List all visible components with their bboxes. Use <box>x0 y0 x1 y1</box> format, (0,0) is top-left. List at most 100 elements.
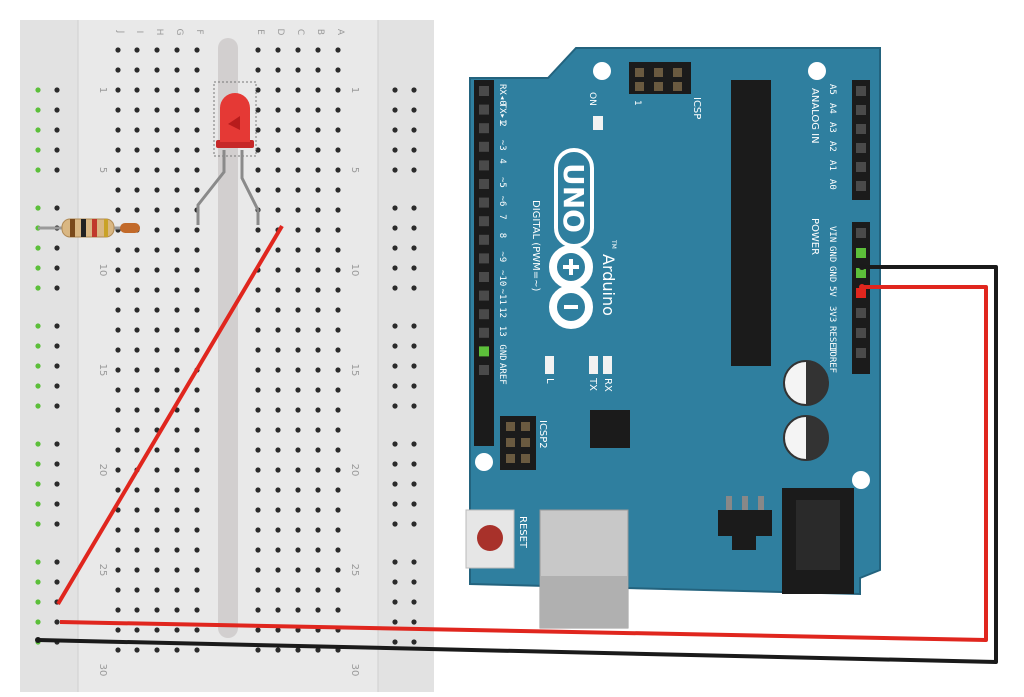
breadboard-hole <box>315 47 321 53</box>
breadboard-hole <box>315 567 321 573</box>
header-pin <box>856 143 866 153</box>
icsp2-pin <box>506 438 515 447</box>
rail-hole <box>54 285 60 291</box>
breadboard-hole <box>174 327 180 333</box>
breadboard-hole <box>335 227 341 233</box>
breadboard-hole <box>115 567 121 573</box>
breadboard-hole <box>154 647 160 653</box>
breadboard-hole <box>255 287 261 293</box>
breadboard-hole <box>255 87 261 93</box>
pin-label: A1 <box>827 160 837 171</box>
rail-hole <box>54 501 60 507</box>
breadboard-hole <box>275 347 281 353</box>
breadboard-hole <box>115 647 121 653</box>
breadboard-hole <box>295 487 301 493</box>
header-pin <box>856 348 866 358</box>
breadboard-hole <box>335 527 341 533</box>
rail-hole <box>54 87 60 93</box>
breadboard-hole <box>134 387 140 393</box>
breadboard-hole <box>134 567 140 573</box>
rail-hole <box>54 147 60 153</box>
rail-hole <box>392 245 398 251</box>
breadboard-hole <box>295 307 301 313</box>
breadboard-hole <box>295 67 301 73</box>
breadboard-hole <box>174 607 180 613</box>
pin-label: ~9 <box>497 251 507 262</box>
breadboard-hole <box>275 567 281 573</box>
breadboard-hole <box>174 47 180 53</box>
breadboard-hole <box>335 427 341 433</box>
breadboard-hole <box>255 227 261 233</box>
arduino-logo <box>549 245 593 329</box>
breadboard-hole <box>154 527 160 533</box>
breadboard-hole <box>255 447 261 453</box>
row-number: 5 <box>97 167 108 173</box>
breadboard-hole <box>134 107 140 113</box>
breadboard-hole <box>194 447 200 453</box>
breadboard-hole <box>194 67 200 73</box>
rail-hole <box>392 285 398 291</box>
breadboard-hole <box>194 507 200 513</box>
breadboard-hole <box>255 67 261 73</box>
breadboard-hole <box>174 207 180 213</box>
rail-hole <box>411 363 417 369</box>
breadboard-hole <box>134 187 140 193</box>
pin-label: 13 <box>497 326 507 337</box>
breadboard-hole <box>115 107 121 113</box>
rail-hole <box>411 225 417 231</box>
breadboard-hole <box>255 147 261 153</box>
breadboard-hole <box>295 147 301 153</box>
rail-hole <box>411 599 417 605</box>
row-number: 30 <box>349 664 360 677</box>
rail-hole <box>54 521 60 527</box>
rail-hole <box>392 579 398 585</box>
breadboard-hole <box>174 527 180 533</box>
pin-label: 4 <box>497 158 507 163</box>
breadboard-hole <box>315 647 321 653</box>
breadboard-hole <box>174 107 180 113</box>
rail-hole <box>35 383 41 389</box>
breadboard-hole <box>295 387 301 393</box>
header-pin <box>856 105 866 115</box>
breadboard-hole <box>134 367 140 373</box>
breadboard-hole <box>255 127 261 133</box>
icsp2-pin <box>506 422 515 431</box>
breadboard-hole <box>315 447 321 453</box>
breadboard-hole <box>194 467 200 473</box>
header-pin <box>479 365 489 375</box>
rail-hole <box>411 403 417 409</box>
header-pin <box>479 272 489 282</box>
breadboard-hole <box>335 347 341 353</box>
breadboard-hole <box>335 207 341 213</box>
breadboard-hole <box>115 247 121 253</box>
header-pin <box>479 309 489 320</box>
breadboard-hole <box>255 527 261 533</box>
breadboard-hole <box>115 187 121 193</box>
rail-hole <box>411 265 417 271</box>
rail-hole <box>54 461 60 467</box>
rail-hole <box>35 363 41 369</box>
rail-hole <box>411 639 417 645</box>
breadboard-hole <box>115 487 121 493</box>
breadboard-hole <box>295 87 301 93</box>
rail-hole <box>392 383 398 389</box>
rail-hole <box>35 323 41 329</box>
breadboard-hole <box>255 427 261 433</box>
breadboard-hole <box>315 327 321 333</box>
breadboard-hole <box>154 307 160 313</box>
breadboard-hole <box>194 227 200 233</box>
capacitor <box>783 360 829 406</box>
l-label: L <box>544 378 555 384</box>
breadboard-hole <box>255 607 261 613</box>
rail-hole <box>411 579 417 585</box>
breadboard-hole <box>275 267 281 273</box>
rail-hole <box>392 619 398 625</box>
breadboard-hole <box>275 527 281 533</box>
pin-label: IOREF <box>827 346 837 373</box>
breadboard-hole <box>194 427 200 433</box>
pin-label: A0 <box>827 179 837 190</box>
breadboard-hole <box>154 187 160 193</box>
voltage-regulator <box>718 510 772 536</box>
